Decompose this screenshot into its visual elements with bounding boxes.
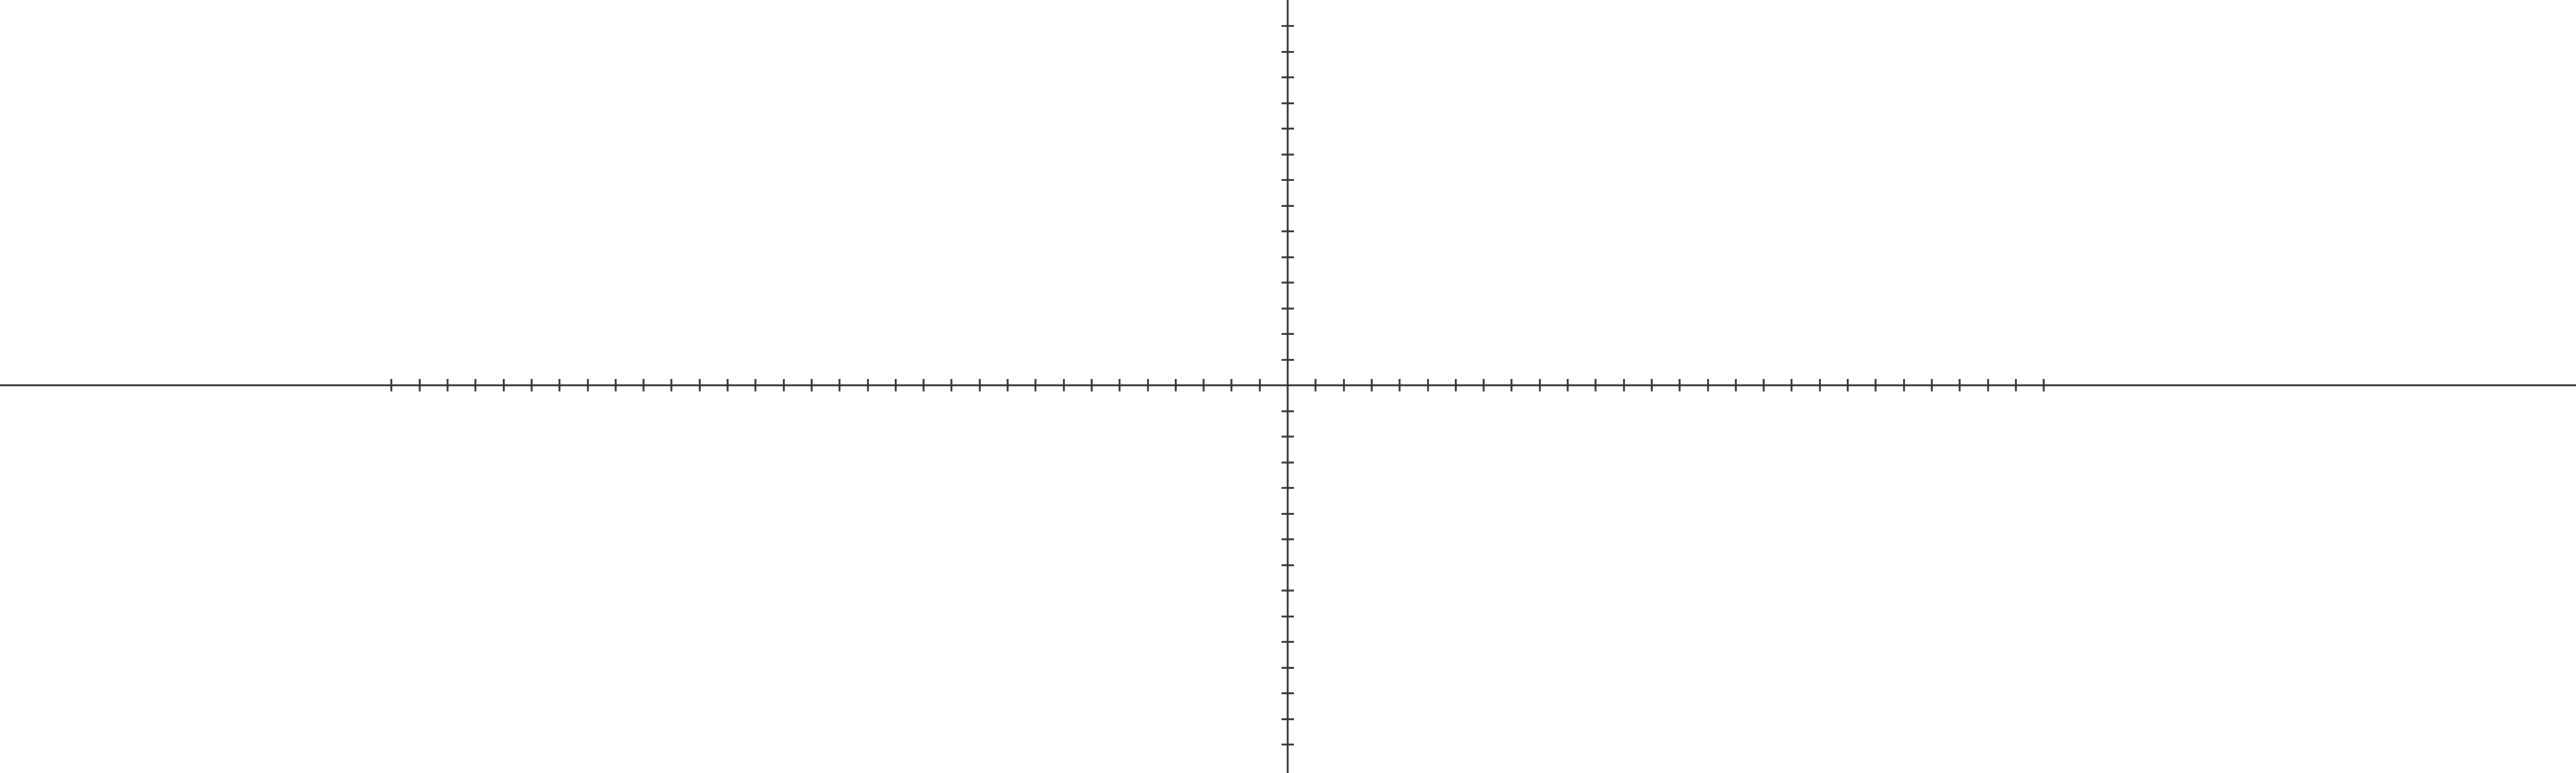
y-axis-ticks [1282,25,1294,746]
x-axis-ticks [390,379,2045,391]
